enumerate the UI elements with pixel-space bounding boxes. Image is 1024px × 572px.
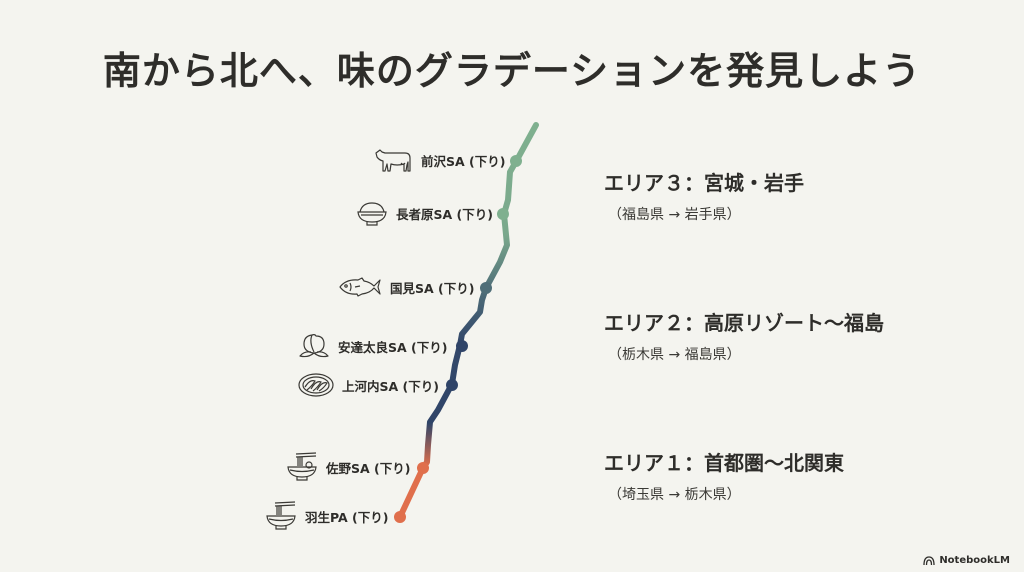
- area-name: エリア１：首都圏〜北関東: [604, 451, 844, 475]
- stop-label: 前沢SA (下り): [421, 153, 506, 169]
- stop-maesawa: 前沢SA (下り): [373, 147, 505, 173]
- area-name: エリア３：宮城・岩手: [604, 171, 804, 195]
- stop-label: 佐野SA (下り): [326, 460, 411, 476]
- peach-icon: [299, 334, 329, 358]
- rice-bowl-icon: [357, 202, 387, 226]
- area-range: （埼玉県 → 栃木県）: [608, 487, 741, 503]
- stop-label: 国見SA (下り): [390, 280, 475, 296]
- fish-icon: [339, 277, 381, 297]
- ramen-icon: [287, 452, 317, 481]
- stop-hanyu: 羽生PA (下り): [265, 501, 388, 531]
- stop-kunimi: 国見SA (下り): [338, 276, 474, 298]
- stop-marker: [394, 511, 406, 523]
- stop-label: 安達太良SA (下り): [338, 339, 448, 355]
- brand-label: NotebookLM: [939, 555, 1010, 566]
- stop-marker: [417, 462, 429, 474]
- cow-icon: [375, 149, 411, 172]
- area-range: （福島県 → 岩手県）: [608, 207, 741, 223]
- stop-label: 上河内SA (下り): [342, 378, 439, 394]
- stop-marker: [510, 155, 522, 167]
- stop-marker: [497, 208, 509, 220]
- stop-sano: 佐野SA (下り): [286, 452, 410, 482]
- area-name: エリア２：高原リゾート〜福島: [604, 311, 884, 335]
- page-title: 南から北へ、味のグラデーションを発見しよう: [102, 49, 922, 93]
- stop-adatara: 安達太良SA (下り): [298, 332, 447, 360]
- stop-kamikawachi: 上河内SA (下り): [298, 372, 439, 398]
- area-range: （栃木県 → 福島県）: [608, 347, 741, 363]
- stop-marker: [456, 340, 468, 352]
- area-3: エリア３：宮城・岩手 （福島県 → 岩手県）: [604, 167, 804, 224]
- notebooklm-brand: NotebookLM: [923, 555, 1010, 566]
- stop-label: 長者原SA (下り): [396, 206, 493, 222]
- notebooklm-logo-icon: [923, 556, 935, 565]
- stop-label: 羽生PA (下り): [305, 509, 389, 525]
- area-2: エリア２：高原リゾート〜福島 （栃木県 → 福島県）: [604, 307, 884, 364]
- stop-marker: [480, 282, 492, 294]
- stop-chojabaru: 長者原SA (下り): [356, 200, 493, 226]
- ramen-icon: [266, 501, 296, 530]
- area-1: エリア１：首都圏〜北関東 （埼玉県 → 栃木県）: [604, 447, 844, 504]
- gyoza-icon: [298, 373, 334, 397]
- stop-marker: [446, 379, 458, 391]
